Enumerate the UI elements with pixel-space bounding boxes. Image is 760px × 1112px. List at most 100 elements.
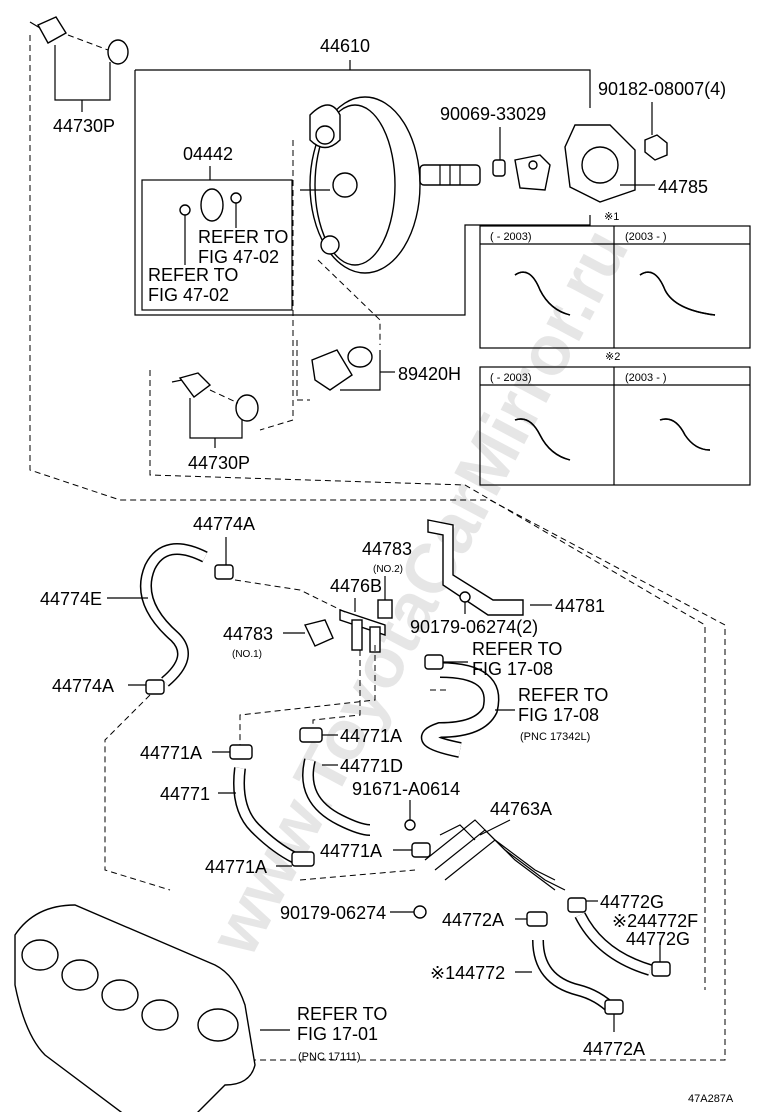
clamp-icon [291,851,315,867]
label-44730p-top: 44730P [53,116,115,136]
clamp-icon [145,679,165,695]
ref-fig-47-02-a-line2: FIG 47-02 [198,247,279,267]
label-44772g-bottom: 44772G [626,929,690,949]
label-44785: 44785 [658,177,708,197]
label-90069-33029: 90069-33029 [440,104,546,124]
label-90179-06274-2: 90179-06274(2) [410,617,538,637]
vacuum-sensor-group: 89420H [311,346,461,391]
diagram-code: 47A287A [688,1093,734,1105]
ref-fig-17-01-line1: REFER TO [297,1004,387,1024]
hose-44772f-icon [575,912,652,975]
brake-booster-icon [300,96,481,274]
bracket-icon [427,519,524,616]
label-44730p-bottom: 44730P [188,453,250,473]
label-44781: 44781 [555,596,605,616]
label-44771d: 44771D [340,756,403,776]
variant-table-1: ( - 2003) (2003 - ) [479,225,751,349]
clamp-icon [424,654,444,670]
variant-table-2: ( - 2003) (2003 - ) [479,366,751,486]
clamp-icon [411,842,431,858]
o-ring-icon [347,346,373,368]
bolt-icon [413,905,427,919]
brake-booster-group: 90069-33029 44610 04442 REFER TO FIG 47-… [134,36,591,316]
label-44771a-bottom: 44771A [205,857,267,877]
note-1: ※1 [604,211,619,223]
table2-col2: (2003 - ) [625,372,667,384]
label-44610: 44610 [320,36,370,56]
booster-box-outline [134,70,591,316]
label-44774a-left: 44774A [52,676,114,696]
clamp-icon [567,897,587,913]
clamp-icon [214,564,234,580]
ref-fig-17-08-b-line2: FIG 17-08 [518,705,599,725]
ref-fig-47-02-b-line1: REFER TO [148,265,238,285]
ref-fig-17-01-line2: FIG 17-01 [297,1024,378,1044]
check-valve-top-group: 44730P [29,16,129,136]
hose-44771-icon [234,767,298,863]
bolt-icon [404,819,416,831]
label-04442: 04442 [183,144,233,164]
label-44774a-top: 44774A [193,514,255,534]
nut-icon [644,134,668,161]
intake-manifold-icon [14,904,256,1112]
check-valve-bottom-group: 44730P [171,372,259,473]
label-44783-no1: 44783 [223,624,273,644]
seal-icon [230,192,242,204]
kit-04442-box [141,179,293,311]
label-44763a: 44763A [490,799,552,819]
hose-17-08-icon [422,663,498,757]
label-44771a-mid: 44771A [340,726,402,746]
note-2: ※2 [605,351,620,363]
hose-44771d-icon [303,758,371,835]
label-44772a-mid: 44772A [442,910,504,930]
clevis-icon [492,154,551,191]
label-44772g-top: 44772G [600,892,664,912]
label-44783-no1-sub: (NO.1) [232,649,262,660]
ref-fig-17-08-a-line2: FIG 17-08 [472,659,553,679]
seal-icon [179,204,191,216]
gasket-group: 90182-08007(4) 44785 ※1 [564,79,726,223]
ref-fig-47-02-b-line2: FIG 47-02 [148,285,229,305]
clamp-icon [299,727,323,743]
label-44774e: 44774E [40,589,102,609]
o-ring-icon [200,188,224,222]
booster-box-top [135,69,591,108]
label-44771: 44771 [160,784,210,804]
label-44783-no2-sub: (NO.2) [373,564,403,575]
bolt-icon [459,591,471,603]
label-44772a-bottom: 44772A [583,1039,645,1059]
ref-fig-47-02-a-line1: REFER TO [198,227,288,247]
ref-fig-17-01-pnc: (PNC 17111) [298,1051,361,1063]
label-44771a-left: 44771A [140,743,202,763]
ref-fig-17-08-a-line1: REFER TO [472,639,562,659]
clamp-icon [526,911,548,927]
vsv-no1-icon [304,619,334,647]
check-valve-icon [37,16,67,44]
check-valve-icon [178,372,212,398]
label-44772f: ※244772F [612,911,698,931]
vsv-no2-icon [377,599,393,619]
ref-fig-17-08-b-pnc: (PNC 17342L) [520,731,590,743]
label-4476b: 4476B [330,576,382,596]
table2-col1: ( - 2003) [490,372,532,384]
ref-fig-17-08-b-line1: REFER TO [518,685,608,705]
clamp-icon [651,961,671,977]
label-44772: ※144772 [430,963,505,983]
grommet-icon [235,394,259,422]
label-90179-06274: 90179-06274 [280,903,386,923]
label-90182-08007: 90182-08007(4) [598,79,726,99]
label-44771a-right: 44771A [320,841,382,861]
pipe-44763a-icon [424,819,566,891]
table1-col2: (2003 - ) [625,231,667,243]
label-44783-no2: 44783 [362,539,412,559]
sensor-icon [311,349,353,391]
hose-44772-icon [533,939,617,1014]
label-89420h: 89420H [398,364,461,384]
clamp-icon [229,744,253,760]
label-91671-a0614: 91671-A0614 [352,779,460,799]
hose-assembly-group: 44774A 44774E 44774A 4476B 44783 (NO.2) … [40,514,698,1059]
clamp-icon [604,999,624,1015]
leader-lines-top [29,35,726,1061]
grommet-icon [107,39,129,65]
